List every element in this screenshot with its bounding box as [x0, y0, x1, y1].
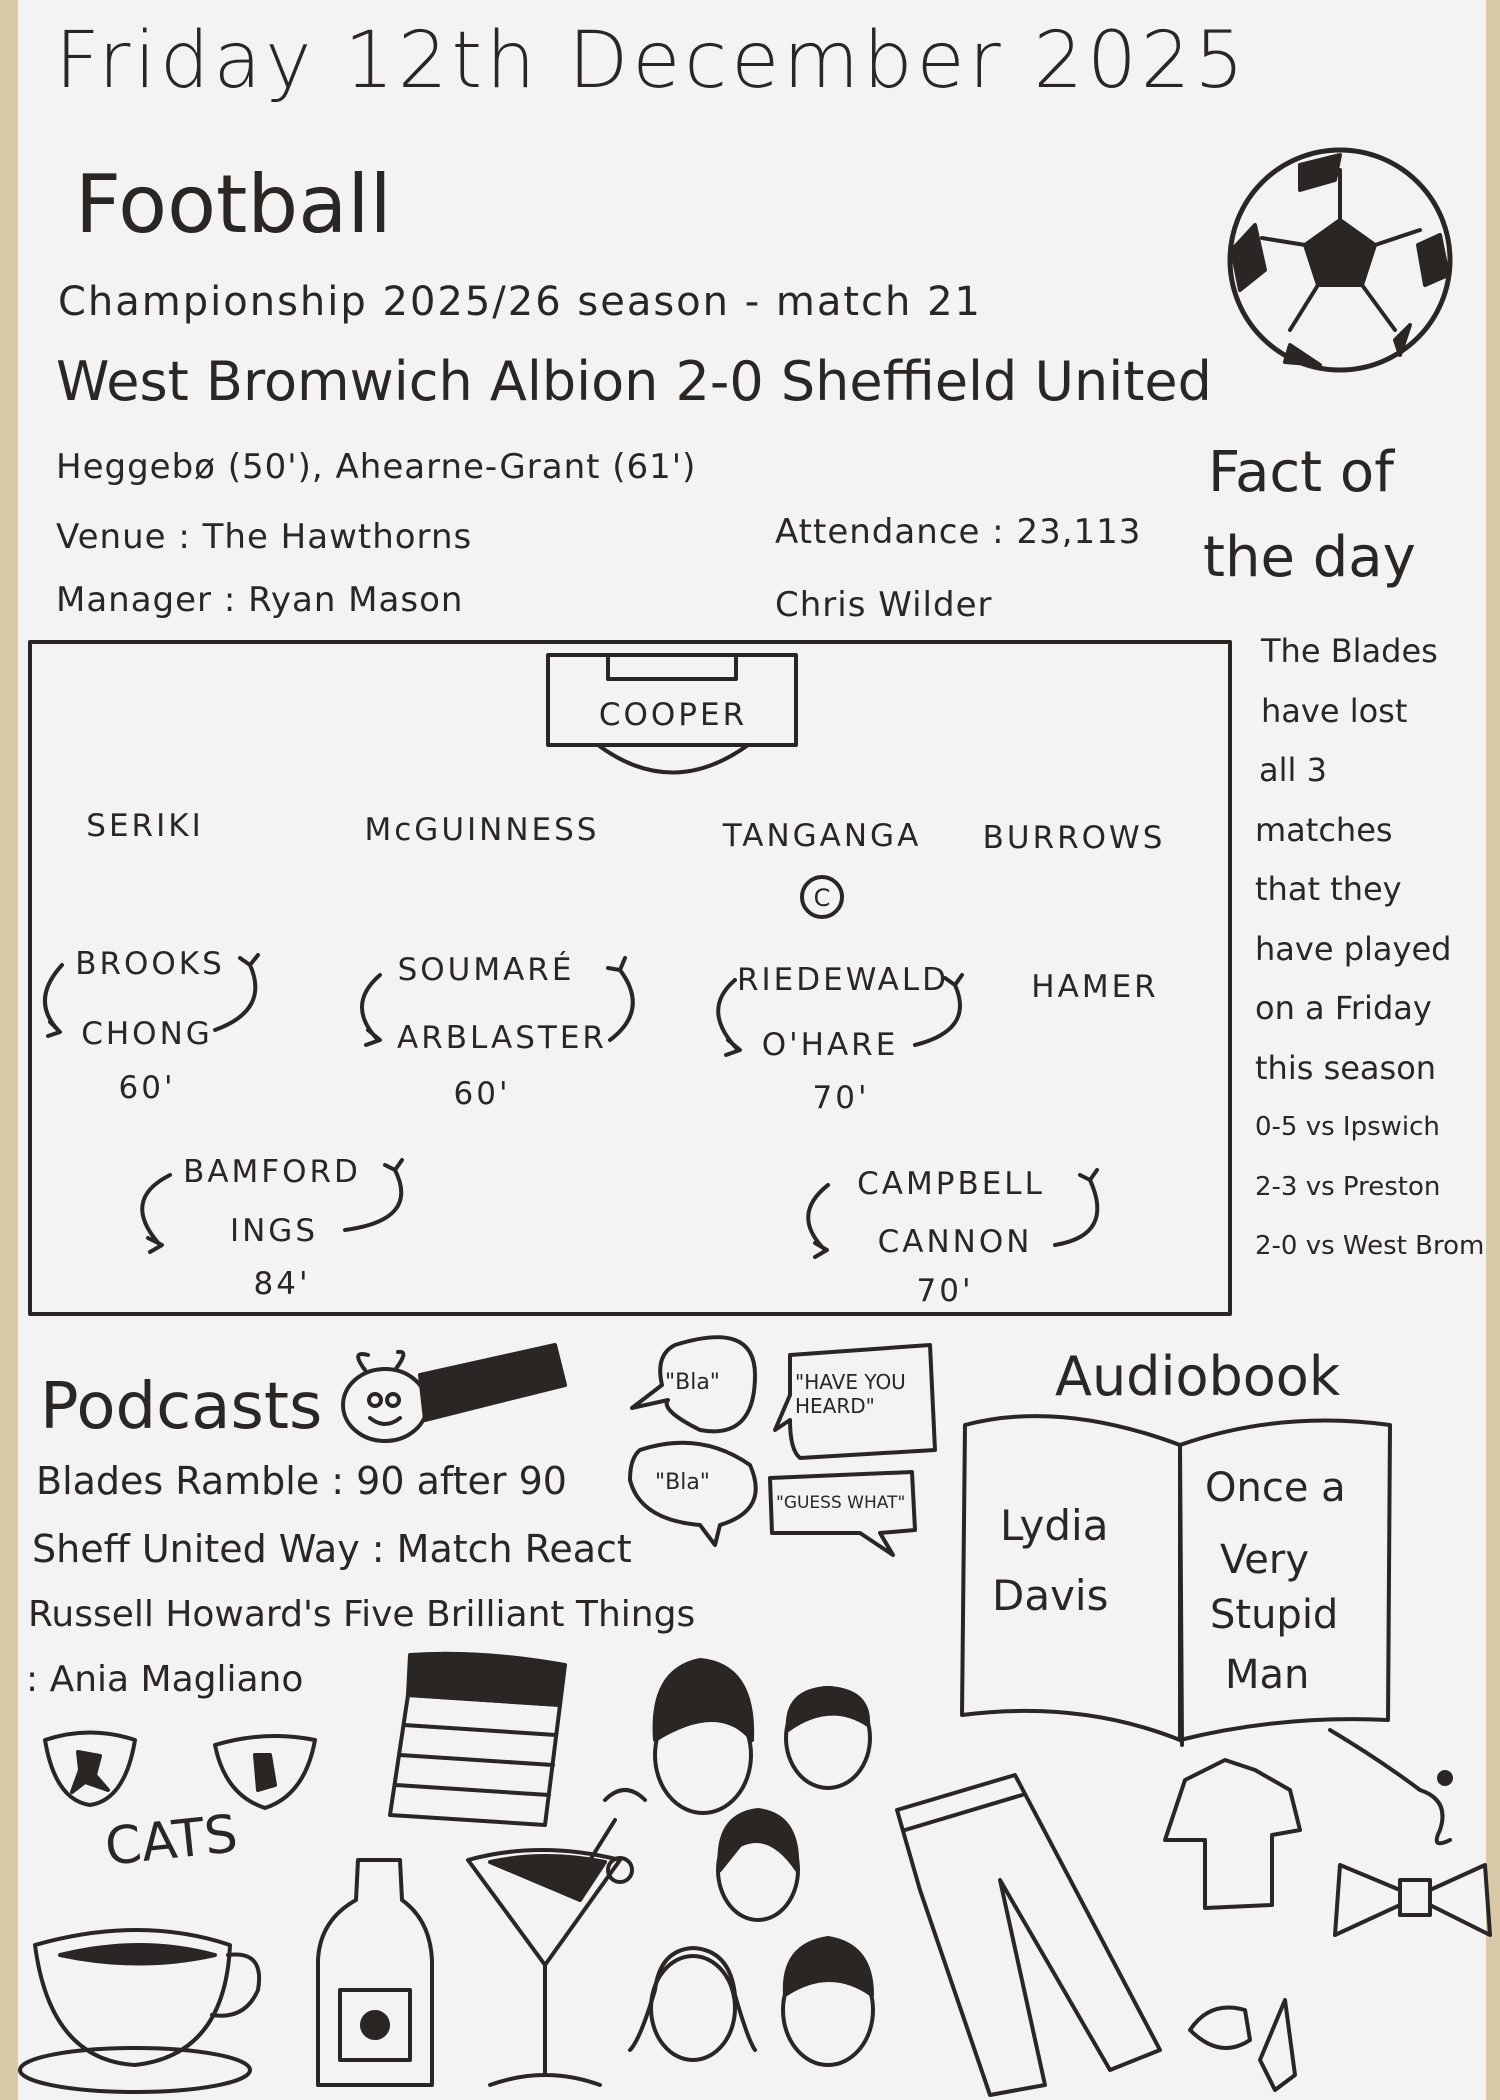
- fact-line: on a Friday: [1255, 989, 1432, 1027]
- podcast-item: Russell Howard's Five Brilliant Things: [28, 1594, 696, 1635]
- sub-minute: 70': [812, 1080, 870, 1116]
- fact-result: 0-5 vs Ipswich: [1255, 1112, 1440, 1142]
- fact-heading: Fact of: [1208, 440, 1394, 505]
- substitution-arrows: [42, 953, 1100, 1259]
- player-defender: McGUINNESS: [364, 812, 600, 848]
- player-defender: BURROWS: [982, 820, 1166, 856]
- cocktail-glass-icon: [466, 1788, 647, 2087]
- fact-line: that they: [1255, 870, 1402, 908]
- caterpillar-icon: [341, 1343, 567, 1443]
- book-title: Very: [1220, 1537, 1309, 1583]
- fact-line: have lost: [1261, 691, 1408, 730]
- audiobook-heading: Audiobook: [1055, 1345, 1341, 1408]
- faces-doodles: [628, 1658, 875, 2067]
- fact-line: have played: [1255, 929, 1452, 968]
- player-defender: SERIKI: [86, 808, 204, 844]
- open-book-icon: [960, 1414, 1453, 1846]
- pitch-diagram: [28, 640, 1232, 1316]
- speech-bubbles: [628, 1335, 937, 1557]
- speech-bubble-text: "GUESS WHAT": [776, 1493, 906, 1513]
- manager-away: Chris Wilder: [775, 585, 993, 625]
- player-starter: BROOKS: [75, 946, 225, 982]
- player-defender: TANGANGA: [722, 818, 922, 854]
- player-starter: RIEDEWALD: [736, 962, 950, 998]
- fact-line: matches: [1255, 810, 1393, 849]
- attendance: Attendance : 23,113: [775, 512, 1142, 552]
- book-author: Lydia: [1000, 1501, 1109, 1550]
- tea-cup-icon: [18, 1928, 262, 2094]
- match-result: West Bromwich Albion 2-0 Sheffield Unite…: [56, 350, 1212, 413]
- player-starter: SOUMARÉ: [397, 952, 575, 988]
- date-heading: Friday 12th December 2025: [55, 16, 1249, 106]
- cat-badges: [43, 1730, 317, 1810]
- fact-result: 2-0 vs West Brom: [1255, 1231, 1485, 1261]
- fact-result: 2-3 vs Preston: [1255, 1171, 1441, 1202]
- captain-armband-icon: [800, 875, 844, 919]
- podcast-item: : Ania Magliano: [26, 1659, 304, 1700]
- player-goalkeeper: COOPER: [598, 697, 748, 733]
- fact-line: this season: [1255, 1048, 1437, 1087]
- player-sub: INGS: [229, 1213, 319, 1249]
- book-title: Once a: [1205, 1465, 1346, 1511]
- football-icon: [1227, 147, 1453, 373]
- book-author: Davis: [992, 1571, 1109, 1620]
- player-starter: HAMER: [1031, 969, 1159, 1005]
- football-heading: Football: [75, 158, 392, 251]
- speech-bubble-text: "HAVE YOU HEARD": [795, 1370, 906, 1418]
- sub-minute: 60': [453, 1076, 511, 1112]
- cats-label: CATS: [102, 1804, 241, 1878]
- player-starter: BAMFORD: [183, 1154, 361, 1190]
- player-sub: ARBLASTER: [397, 1020, 607, 1056]
- fact-line: all 3: [1259, 751, 1327, 789]
- book-title: Man: [1225, 1652, 1310, 1698]
- fact-heading: the day: [1203, 525, 1416, 590]
- sub-minute: 70': [916, 1273, 974, 1309]
- bottle-icon: [316, 1858, 434, 2087]
- sub-minute: 60': [118, 1070, 176, 1106]
- manager-home: Manager : Ryan Mason: [56, 580, 464, 620]
- book-title: Stupid: [1210, 1592, 1339, 1638]
- clothes-doodles: [895, 1758, 1492, 2097]
- podcasts-heading: Podcasts: [40, 1370, 323, 1444]
- sub-minute: 84': [253, 1266, 311, 1302]
- speech-bubble-text: "Bla": [655, 1470, 710, 1495]
- player-sub: CANNON: [877, 1224, 1033, 1260]
- goal-scorers: Heggebø (50'), Ahearne-Grant (61'): [56, 447, 697, 487]
- podcast-item: Sheff United Way : Match React: [32, 1527, 632, 1571]
- podcast-item: Blades Ramble : 90 after 90: [36, 1459, 567, 1503]
- fact-body: The Blades have lost all 3 matches that …: [1255, 622, 1500, 1277]
- speech-bubble-text: "Bla": [665, 1370, 720, 1395]
- player-starter: CAMPBELL: [857, 1166, 1045, 1202]
- player-sub: CHONG: [81, 1016, 213, 1052]
- venue: Venue : The Hawthorns: [56, 517, 473, 557]
- player-sub: O'HARE: [761, 1027, 899, 1063]
- captain-mark: C: [813, 884, 831, 912]
- fact-line: The Blades: [1261, 632, 1438, 670]
- striped-flag-icon: [388, 1651, 567, 1827]
- competition-line: Championship 2025/26 season - match 21: [58, 279, 982, 325]
